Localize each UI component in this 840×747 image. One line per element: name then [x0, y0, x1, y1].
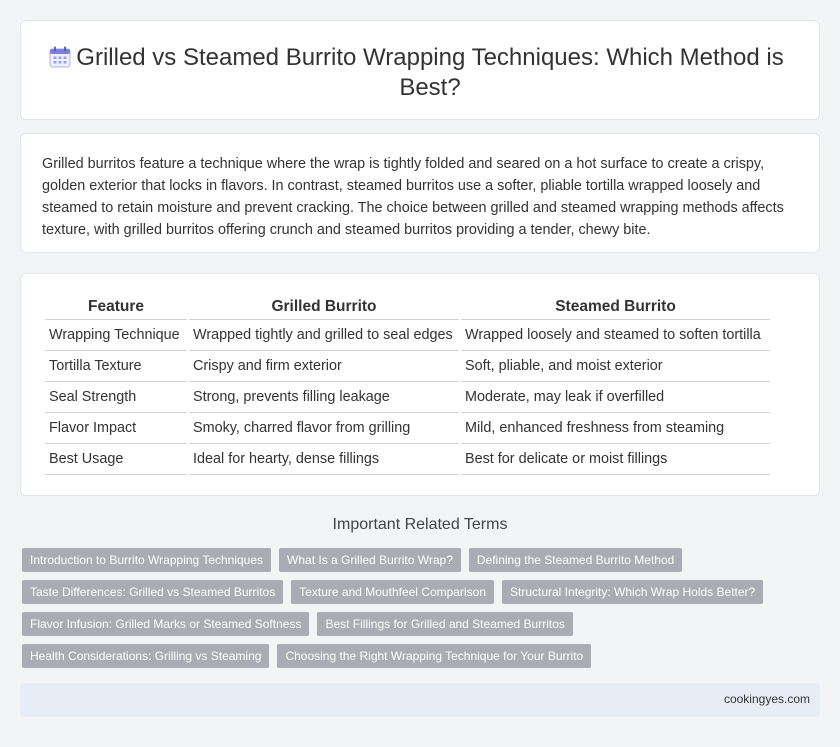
related-terms-heading: Important Related Terms [332, 516, 508, 533]
tag-row: Introduction to Burrito Wrapping Techniq… [22, 548, 822, 580]
table-row: Seal Strength Strong, prevents filling l… [45, 382, 770, 413]
related-term-tag[interactable]: Texture and Mouthfeel Comparison [291, 580, 494, 604]
related-term-tag[interactable]: Flavor Infusion: Grilled Marks or Steame… [22, 612, 310, 636]
related-term-tag[interactable]: Structural Integrity: Which Wrap Holds B… [502, 580, 764, 604]
column-header-grilled: Grilled Burrito [189, 294, 459, 320]
title-card: Grilled vs Steamed Burrito Wrapping Tech… [20, 20, 820, 120]
intro-paragraph: Grilled burritos feature a technique whe… [42, 156, 784, 238]
table-cell-steamed: Moderate, may leak if overfilled [461, 382, 770, 413]
tag-row: Taste Differences: Grilled vs Steamed Bu… [22, 580, 822, 612]
comparison-table: Feature Grilled Burrito Steamed Burrito … [43, 294, 772, 475]
page-title: Grilled vs Steamed Burrito Wrapping Tech… [76, 44, 784, 101]
related-term-tag[interactable]: Health Considerations: Grilling vs Steam… [22, 644, 270, 668]
related-term-tag[interactable]: Taste Differences: Grilled vs Steamed Bu… [22, 580, 284, 604]
table-row: Tortilla Texture Crispy and firm exterio… [45, 351, 770, 382]
related-term-tag[interactable]: Choosing the Right Wrapping Technique fo… [277, 644, 592, 668]
footer-site-link[interactable]: cookingyes.com [723, 692, 810, 706]
column-header-feature: Feature [45, 294, 187, 320]
calendar-icon [48, 45, 72, 69]
related-term-tag[interactable]: What Is a Grilled Burrito Wrap? [279, 548, 461, 572]
table-cell-steamed: Soft, pliable, and moist exterior [461, 351, 770, 382]
intro-card: Grilled burritos feature a technique whe… [20, 133, 820, 253]
table-cell-steamed: Wrapped loosely and steamed to soften to… [461, 320, 770, 351]
table-cell-feature: Tortilla Texture [45, 351, 187, 382]
footer: cookingyes.com [20, 683, 820, 717]
table-row: Wrapping Technique Wrapped tightly and g… [45, 320, 770, 351]
tag-row: Health Considerations: Grilling vs Steam… [22, 644, 822, 676]
table-cell-grilled: Wrapped tightly and grilled to seal edge… [189, 320, 459, 351]
table-row: Flavor Impact Smoky, charred flavor from… [45, 413, 770, 444]
comparison-card: Feature Grilled Burrito Steamed Burrito … [20, 273, 820, 496]
related-term-tag[interactable]: Introduction to Burrito Wrapping Techniq… [22, 548, 272, 572]
table-cell-grilled: Smoky, charred flavor from grilling [189, 413, 459, 444]
related-term-tag[interactable]: Defining the Steamed Burrito Method [468, 548, 683, 572]
table-cell-feature: Wrapping Technique [45, 320, 187, 351]
related-terms-tags: Introduction to Burrito Wrapping Techniq… [22, 548, 822, 676]
related-term-tag[interactable]: Best Fillings for Grilled and Steamed Bu… [317, 612, 573, 636]
table-cell-grilled: Crispy and firm exterior [189, 351, 459, 382]
table-cell-grilled: Strong, prevents filling leakage [189, 382, 459, 413]
table-cell-steamed: Mild, enhanced freshness from steaming [461, 413, 770, 444]
table-cell-grilled: Ideal for hearty, dense fillings [189, 444, 459, 475]
column-header-steamed: Steamed Burrito [461, 294, 770, 320]
table-cell-feature: Seal Strength [45, 382, 187, 413]
tag-row: Flavor Infusion: Grilled Marks or Steame… [22, 612, 822, 644]
table-header-row: Feature Grilled Burrito Steamed Burrito [45, 294, 770, 320]
table-cell-feature: Flavor Impact [45, 413, 187, 444]
table-row: Best Usage Ideal for hearty, dense filli… [45, 444, 770, 475]
table-cell-feature: Best Usage [45, 444, 187, 475]
table-cell-steamed: Best for delicate or moist fillings [461, 444, 770, 475]
